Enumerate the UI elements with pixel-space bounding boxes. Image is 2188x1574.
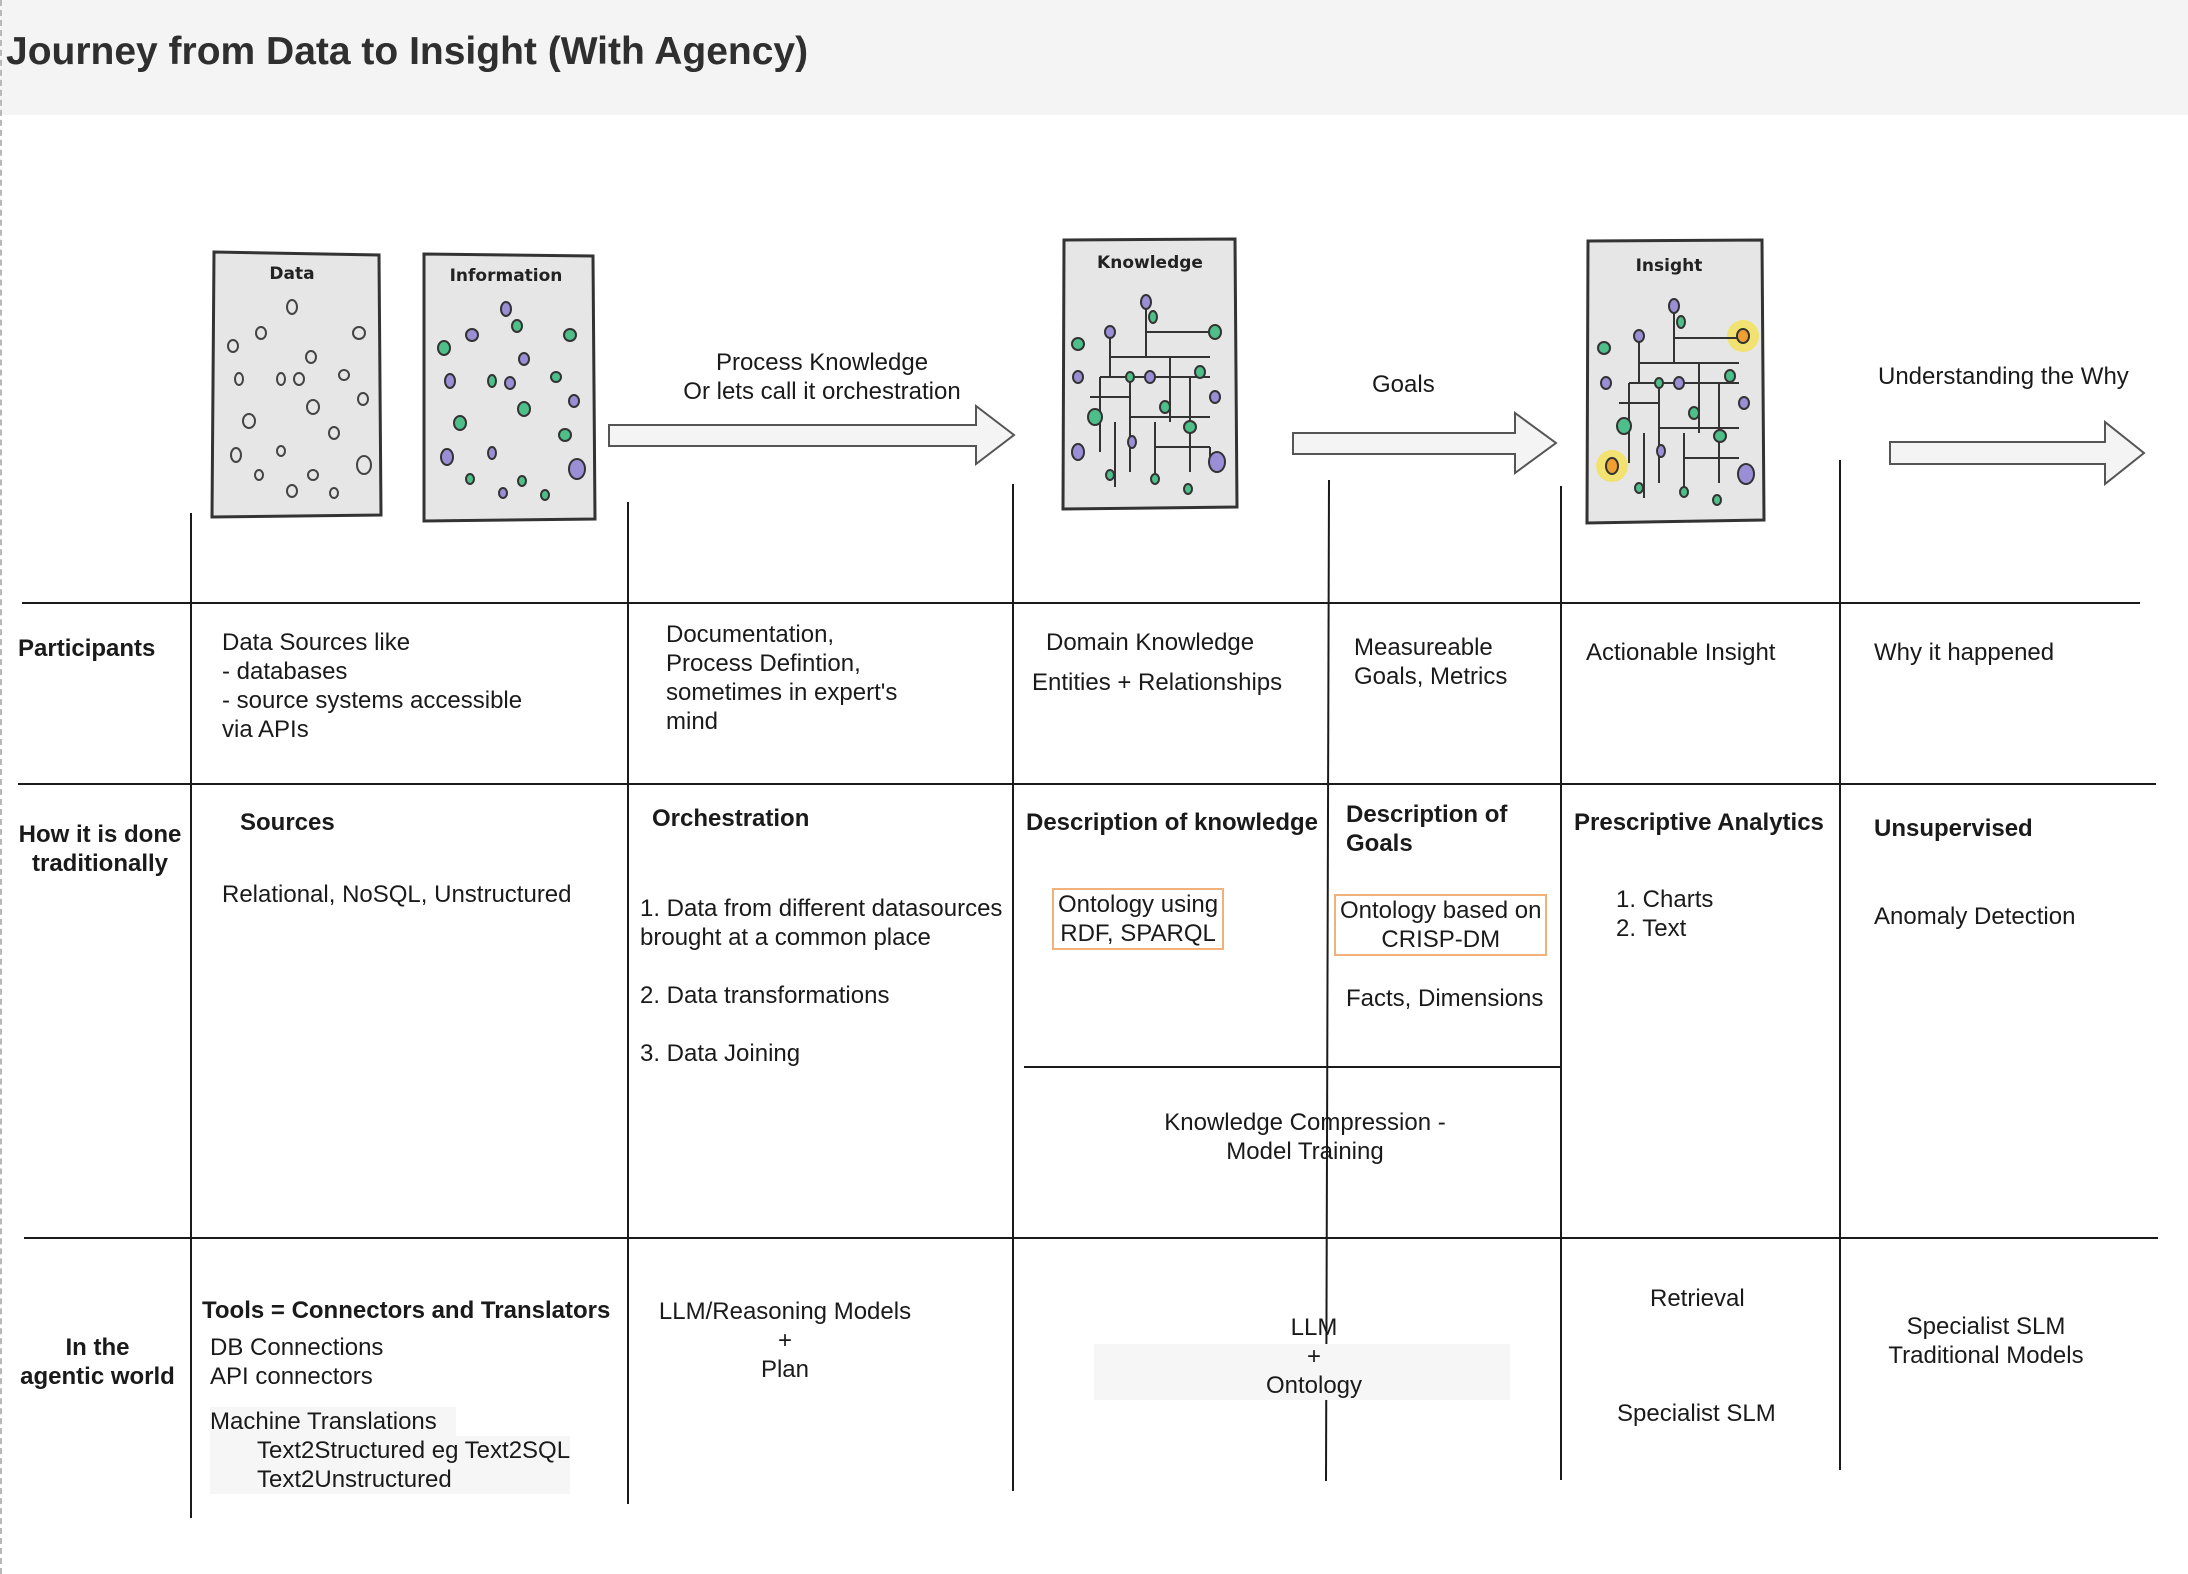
goals-arrow-label: Goals xyxy=(1372,371,1435,398)
participants-insight: Actionable Insight xyxy=(1586,639,1776,666)
knowledge-compression: Knowledge Compression -Model Training xyxy=(1164,1109,1446,1165)
insight-card: Insight xyxy=(1585,238,1766,525)
why-arrow xyxy=(1889,419,2146,487)
why-arrow-label: Understanding the Why xyxy=(1878,363,2129,390)
insight-card-label: Insight xyxy=(1636,256,1703,276)
tools-heading: Tools = Connectors and Translators xyxy=(202,1297,611,1324)
sources-heading: Sources xyxy=(240,809,335,836)
knowledge-card: Knowledge xyxy=(1061,237,1239,511)
llm-ontology-panel xyxy=(1094,1344,1510,1400)
goals-arrow xyxy=(1292,411,1558,475)
sources-text: Relational, NoSQL, Unstructured xyxy=(222,881,572,908)
participants-process: Documentation,Process Defintion, sometim… xyxy=(666,621,898,735)
header-bar xyxy=(0,0,2188,115)
participants-why: Why it happened xyxy=(1874,639,2055,666)
information-card-label: Information xyxy=(450,266,563,286)
machine-translations: Machine Translations xyxy=(210,1407,456,1436)
specialist-slm: Specialist SLM xyxy=(1617,1400,1776,1427)
llm-ontology: LLM+Ontology xyxy=(1265,1314,1363,1399)
prescriptive-heading: Prescriptive Analytics xyxy=(1574,809,1824,836)
facts-dimensions: Facts, Dimensions xyxy=(1346,985,1544,1012)
data-card: Data xyxy=(210,250,383,519)
anomaly-detection: Anomaly Detection xyxy=(1874,903,2076,930)
process-knowledge-label: Process Knowledge Or lets call it orches… xyxy=(683,349,961,405)
participants-knowledge: Domain Knowledge Entities + Relationship… xyxy=(1032,629,1283,696)
knowledge-card-label: Knowledge xyxy=(1097,253,1203,273)
information-card: Information xyxy=(422,252,597,523)
llm-reasoning-plan: LLM/Reasoning Models+Plan xyxy=(658,1298,912,1383)
page-edge-guide xyxy=(0,0,2,1574)
process-knowledge-arrow xyxy=(608,403,1016,467)
row-header-participants: Participants xyxy=(18,635,156,662)
participants-sources: Data Sources like- databases - source sy… xyxy=(222,629,523,743)
orchestration-heading: Orchestration xyxy=(652,805,810,832)
unsupervised-heading: Unsupervised xyxy=(1874,815,2033,842)
data-card-label: Data xyxy=(269,264,314,284)
knowledge-description-heading: Description of knowledge xyxy=(1026,809,1319,836)
retrieval: Retrieval xyxy=(1650,1285,1745,1312)
page-title: Journey from Data to Insight (With Agenc… xyxy=(6,30,809,73)
orchestration-list: 1. Data from different datasources broug… xyxy=(640,895,1003,1067)
